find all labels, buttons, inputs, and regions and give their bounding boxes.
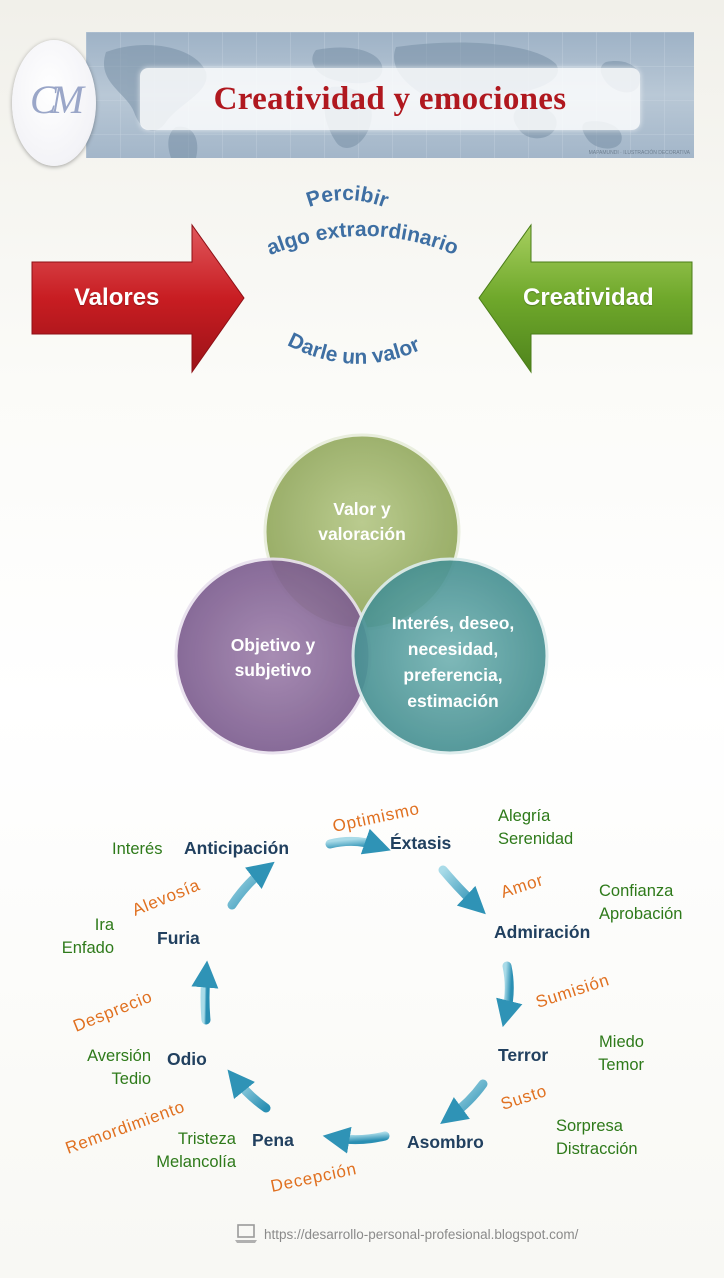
node-admiracion: Admiración: [494, 922, 591, 942]
creatividad-arrow: [478, 223, 693, 374]
node-anticipacion: Anticipación: [184, 838, 290, 858]
wheel-arrow-6: [227, 1069, 271, 1113]
venn-text-valor: Valor y valoración: [318, 499, 406, 544]
creatividad-label: Creatividad: [523, 284, 654, 311]
arc-text-extraordinario: algo extraordinario: [264, 218, 462, 260]
emotions-extasis: Alegría Serenidad: [498, 807, 574, 848]
link-amor: Amor: [498, 870, 546, 902]
link-susto: Susto: [498, 1081, 549, 1114]
svg-text:Percibir: Percibir: [304, 182, 392, 212]
wheel-arrow-7: [191, 960, 219, 1025]
emotions-terror: Miedo Temor: [598, 1033, 644, 1074]
emotions-asombro: Sorpresa Distracción: [556, 1117, 638, 1158]
process-graphic: Percibir algo extraordinario Darle un va…: [31, 182, 693, 374]
wheel-arrow-4: [440, 1079, 488, 1125]
page-title: Creatividad y emociones: [213, 80, 567, 117]
wheel-arrow-1: [325, 828, 391, 855]
logo: CM: [12, 40, 96, 166]
node-odio: Odio: [167, 1049, 207, 1069]
wheel-arrow-8: [227, 861, 275, 910]
emotions-furia: Ira Enfado: [61, 916, 114, 957]
emotions-odio: Aversión Tedio: [87, 1047, 151, 1088]
svg-text:Darle un valor: Darle un valor: [284, 329, 423, 369]
venn-text-interes: Interés, deseo, necesidad, preferencia, …: [391, 613, 515, 711]
link-alevosia: Alevosía: [129, 875, 203, 919]
valores-label: Valores: [74, 284, 160, 311]
node-furia: Furia: [157, 928, 200, 948]
emotions-anticipacion: Interés: [112, 840, 163, 858]
link-desprecio: Desprecio: [70, 987, 155, 1036]
emotions-admiracion: Confianza Aprobación: [599, 882, 683, 923]
banner-caption: MAPAMUNDI · ILUSTRACIÓN DECORATIVA: [588, 150, 690, 156]
link-decepcion: Decepción: [269, 1159, 359, 1196]
wheel-arrow-3: [496, 961, 523, 1028]
wheel-arrow-2: [438, 865, 486, 915]
link-sumision: Sumisión: [533, 970, 611, 1012]
footer-url[interactable]: https://desarrollo-personal-profesional.…: [264, 1226, 579, 1242]
venn-text-objetivo: Objetivo y subjetivo: [230, 635, 316, 680]
logo-monogram: CM: [30, 77, 84, 122]
svg-text:algo extraordinario: algo extraordinario: [264, 218, 462, 260]
node-pena: Pena: [252, 1130, 294, 1150]
title-box: Creatividad y emociones: [140, 68, 640, 130]
wheel-arrow-5: [322, 1126, 390, 1154]
footer: https://desarrollo-personal-profesional.…: [234, 1222, 578, 1246]
node-asombro: Asombro: [407, 1132, 484, 1152]
laptop-icon: [235, 1224, 257, 1243]
link-optimismo: Optimismo: [331, 799, 421, 836]
valores-arrow: [31, 223, 245, 374]
venn-circle-interes: [351, 557, 549, 755]
node-extasis: Éxtasis: [390, 833, 452, 853]
emotions-pena: Tristeza Melancolía: [156, 1130, 236, 1171]
emotion-wheel: Optimismo Amor Sumisión Susto Decepción …: [63, 799, 612, 1196]
venn-diagram: [174, 433, 549, 755]
arc-text-percibir: Percibir: [304, 182, 392, 212]
arc-text-darle-valor: Darle un valor: [284, 329, 423, 369]
node-terror: Terror: [498, 1045, 549, 1065]
